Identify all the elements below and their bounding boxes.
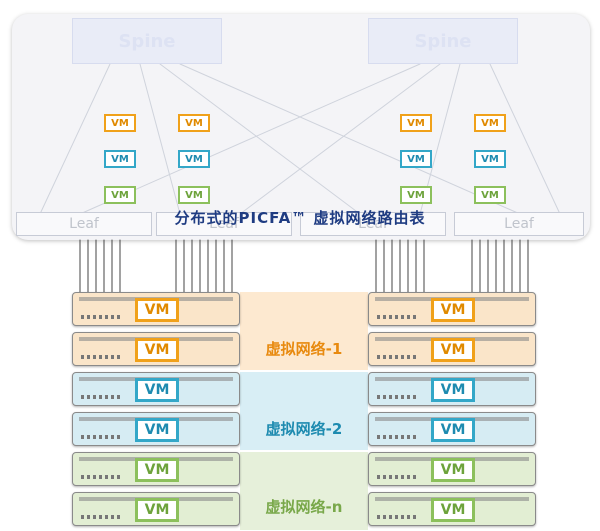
server-ports — [377, 315, 417, 319]
vm-icon: VM — [135, 458, 179, 482]
server-ports — [81, 395, 121, 399]
leaf-server-cables — [79, 239, 529, 293]
network-band — [240, 452, 368, 530]
server-ports — [377, 435, 417, 439]
vm-icon: VM — [135, 378, 179, 402]
server-node: VM — [368, 292, 536, 326]
vm-icon: VM — [431, 298, 475, 322]
server-ports — [81, 315, 121, 319]
vm-icon: VM — [400, 150, 432, 168]
vm-icon: VM — [104, 114, 136, 132]
vm-icon: VM — [474, 114, 506, 132]
network-label: 虚拟网络-n — [265, 498, 343, 516]
vm-icon: VM — [178, 150, 210, 168]
server-ports — [377, 355, 417, 359]
server-ports — [81, 435, 121, 439]
network-band — [240, 372, 368, 450]
vm-icon: VM — [474, 150, 506, 168]
server-node: VM — [72, 292, 240, 326]
network-band — [240, 292, 368, 370]
vm-icon: VM — [431, 378, 475, 402]
vm-icon: VM — [431, 498, 475, 522]
server-node: VM — [72, 412, 240, 446]
vm-icon: VM — [400, 114, 432, 132]
vm-icon: VM — [135, 498, 179, 522]
server-node: VM — [368, 372, 536, 406]
vm-icon: VM — [431, 338, 475, 362]
vm-icon: VM — [135, 338, 179, 362]
vm-icon: VM — [474, 186, 506, 204]
server-node: VM — [72, 492, 240, 526]
leaf-switch: Leaf — [454, 212, 584, 236]
server-node: VM — [72, 332, 240, 366]
server-ports — [81, 475, 121, 479]
spine-switch: Spine — [72, 18, 222, 64]
leaf-switch: Leaf — [16, 212, 152, 236]
server-node: VM — [368, 452, 536, 486]
vm-icon: VM — [135, 298, 179, 322]
leaf-switch: Leaf — [300, 212, 446, 236]
routing-table-title: 分布式的PICFA™ 虚拟网络路由表 — [174, 208, 426, 227]
vm-icon: VM — [431, 458, 475, 482]
server-ports — [377, 515, 417, 519]
vm-icon: VM — [135, 418, 179, 442]
vm-icon: VM — [178, 114, 210, 132]
vm-icon: VM — [178, 186, 210, 204]
server-node: VM — [368, 492, 536, 526]
server-ports — [377, 475, 417, 479]
vm-icon: VM — [104, 150, 136, 168]
server-ports — [377, 395, 417, 399]
server-ports — [81, 355, 121, 359]
server-node: VM — [368, 332, 536, 366]
vm-icon: VM — [431, 418, 475, 442]
network-label: 虚拟网络-2 — [265, 420, 343, 438]
server-node: VM — [72, 372, 240, 406]
vm-icon: VM — [400, 186, 432, 204]
vm-icon: VM — [104, 186, 136, 204]
server-node: VM — [368, 412, 536, 446]
leaf-switch: Leaf — [156, 212, 292, 236]
server-node: VM — [72, 452, 240, 486]
network-label: 虚拟网络-1 — [265, 340, 343, 358]
spine-switch: Spine — [368, 18, 518, 64]
server-ports — [81, 515, 121, 519]
